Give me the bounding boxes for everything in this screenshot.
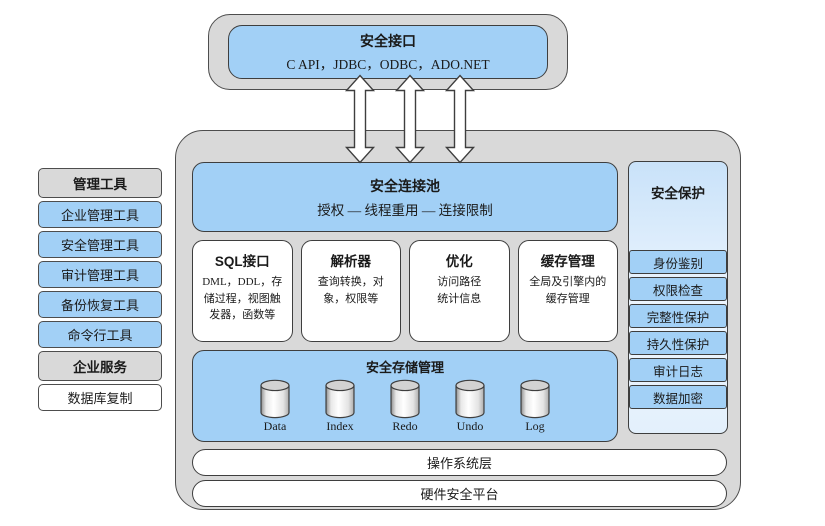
double-arrow-icon bbox=[444, 74, 476, 164]
sidebar-item-command-line-tool: 命令行工具 bbox=[38, 321, 162, 348]
protection-item-durability-protection: 持久性保护 bbox=[629, 331, 727, 355]
module-title: 解析器 bbox=[330, 254, 372, 269]
database-cylinder-icon bbox=[260, 379, 290, 419]
storage-volume-log: Log bbox=[518, 378, 552, 434]
secure-interface-title: 安全接口 bbox=[360, 33, 416, 49]
module-body: 全局及引擎内的 缓存管理 bbox=[529, 276, 607, 305]
connection-pool-subtitle: 授权 — 线程重用 — 连接限制 bbox=[317, 202, 493, 218]
database-cylinder-icon bbox=[520, 379, 550, 419]
secure-interface-container: 安全接口 C API，JDBC，ODBC，ADO.NET bbox=[208, 14, 568, 90]
module-title: SQL接口 bbox=[214, 254, 270, 269]
module-optimizer: 优化 访问路径 统计信息 bbox=[409, 240, 510, 342]
protection-items: 身份鉴别 权限检查 完整性保护 持久性保护 审计日志 数据加密 bbox=[629, 250, 727, 409]
storage-volume-index: Index bbox=[323, 378, 357, 434]
protection-title: 安全保护 bbox=[651, 186, 705, 201]
protection-item-audit-log: 审计日志 bbox=[629, 358, 727, 382]
module-sql-interface: SQL接口 DML，DDL，存 储过程，视图触 发器，函数等 bbox=[192, 240, 293, 342]
module-title: 优化 bbox=[445, 254, 473, 269]
double-arrow-icon bbox=[394, 74, 426, 164]
volume-label: Redo bbox=[392, 419, 418, 433]
database-cylinder-icon bbox=[390, 379, 420, 419]
storage-volume-redo: Redo bbox=[388, 378, 422, 434]
storage-volume-data: Data bbox=[258, 378, 292, 434]
sidebar-item-backup-recovery-tool: 备份恢复工具 bbox=[38, 291, 162, 318]
module-body: 访问路径 统计信息 bbox=[437, 276, 482, 305]
module-parser: 解析器 查询转换，对 象，权限等 bbox=[300, 240, 401, 342]
os-layer-bar: 操作系统层 bbox=[192, 449, 727, 476]
sidebar-item-database-replication: 数据库复制 bbox=[38, 384, 162, 411]
security-protection-panel: 安全保护 身份鉴别 权限检查 完整性保护 持久性保护 审计日志 数据加密 bbox=[628, 161, 728, 434]
engine-modules-row: SQL接口 DML，DDL，存 储过程，视图触 发器，函数等 解析器 查询转换，… bbox=[192, 240, 618, 342]
bidirectional-arrows bbox=[344, 74, 476, 164]
module-body: 查询转换，对 象，权限等 bbox=[317, 276, 384, 305]
storage-title: 安全存储管理 bbox=[365, 360, 444, 375]
protection-item-data-encryption: 数据加密 bbox=[629, 385, 727, 409]
database-cylinder-icon bbox=[325, 379, 355, 419]
protection-item-integrity-protection: 完整性保护 bbox=[629, 304, 727, 328]
secure-connection-pool-box: 安全连接池 授权 — 线程重用 — 连接限制 bbox=[192, 162, 618, 232]
module-title: 缓存管理 bbox=[540, 254, 595, 269]
sidebar-header-management-tools: 管理工具 bbox=[38, 168, 162, 198]
sidebar-header-enterprise-services: 企业服务 bbox=[38, 351, 162, 381]
sidebar-item-enterprise-management-tool: 企业管理工具 bbox=[38, 201, 162, 228]
protection-item-privilege-check: 权限检查 bbox=[629, 277, 727, 301]
sidebar-item-audit-management-tool: 审计管理工具 bbox=[38, 261, 162, 288]
secure-interface-box: 安全接口 C API，JDBC，ODBC，ADO.NET bbox=[228, 25, 548, 79]
database-cylinder-icon bbox=[455, 379, 485, 419]
storage-volumes-row: Data Index Redo bbox=[193, 378, 617, 434]
volume-label: Undo bbox=[456, 419, 484, 433]
left-tools-panel: 管理工具 企业管理工具 安全管理工具 审计管理工具 备份恢复工具 命令行工具 企… bbox=[38, 168, 162, 411]
database-engine-container: 安全连接池 授权 — 线程重用 — 连接限制 SQL接口 DML，DDL，存 储… bbox=[175, 130, 741, 510]
volume-label: Log bbox=[525, 419, 545, 433]
connection-pool-title: 安全连接池 bbox=[370, 177, 440, 194]
module-body: DML，DDL，存 储过程，视图触 发器，函数等 bbox=[202, 276, 283, 321]
secure-interface-apis: C API，JDBC，ODBC，ADO.NET bbox=[286, 57, 490, 72]
volume-label: Index bbox=[326, 419, 354, 433]
storage-volume-undo: Undo bbox=[453, 378, 487, 434]
secure-storage-box: 安全存储管理 Data Index bbox=[192, 350, 618, 442]
hardware-platform-bar: 硬件安全平台 bbox=[192, 480, 727, 507]
volume-label: Data bbox=[263, 419, 287, 433]
double-arrow-icon bbox=[344, 74, 376, 164]
module-cache-manager: 缓存管理 全局及引擎内的 缓存管理 bbox=[517, 240, 618, 342]
protection-item-identity-authentication: 身份鉴别 bbox=[629, 250, 727, 274]
sidebar-item-security-management-tool: 安全管理工具 bbox=[38, 231, 162, 258]
